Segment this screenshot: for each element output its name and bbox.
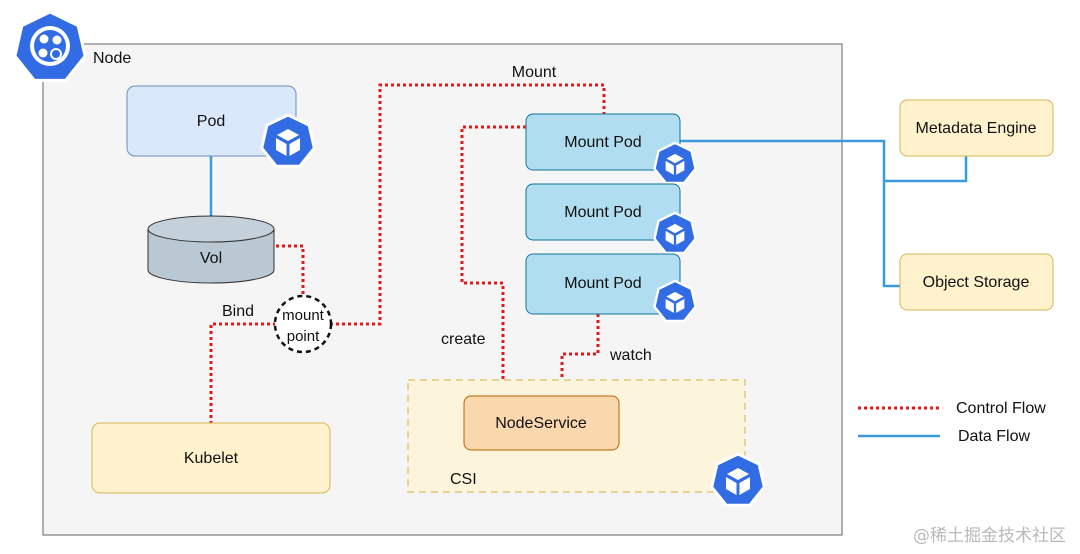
mount-pod-label-2: Mount Pod (564, 204, 641, 221)
control-flow-lines (209, 83, 606, 424)
legend-control-flow-label: Control Flow (956, 400, 1046, 417)
node-label: Node (93, 50, 131, 67)
mount-pod-label-3: Mount Pod (564, 275, 641, 292)
mount-point-circle (273, 294, 333, 354)
mount-label: Mount (512, 64, 557, 81)
mount-pod-label-1: Mount Pod (564, 134, 641, 151)
bind-label: Bind (222, 303, 254, 320)
mount-pod-box-2 (525, 183, 681, 241)
legend: Control Flow Data Flow (858, 400, 1046, 445)
kubernetes-cube-icon (653, 211, 697, 255)
kubernetes-cube-icon (653, 279, 697, 323)
csi-label: CSI (450, 471, 477, 488)
kubelet-label: Kubelet (184, 450, 239, 467)
legend-data-flow-label: Data Flow (958, 428, 1030, 445)
mount-point-line1: mount (282, 307, 325, 324)
node-service-box (463, 395, 620, 451)
object-storage-label: Object Storage (923, 274, 1030, 291)
watermark: @稀土掘金技术社区 (913, 526, 1066, 546)
kubelet-box (91, 422, 331, 494)
node-service-label: NodeService (495, 415, 587, 432)
kubernetes-cube-icon (710, 452, 766, 507)
kubernetes-cube-icon (653, 141, 697, 185)
watch-label: watch (609, 347, 652, 364)
kubernetes-cube-icon (260, 113, 316, 168)
mount-point-line2: point (287, 328, 320, 345)
mount-pod-box-1 (525, 113, 681, 171)
vol-cylinder (147, 215, 275, 284)
metadata-engine-label: Metadata Engine (916, 120, 1037, 137)
vol-label: Vol (200, 250, 222, 267)
data-flow-lines (209, 139, 968, 288)
object-storage-box (899, 253, 1054, 311)
kubernetes-logo-icon (13, 10, 87, 82)
pod-label: Pod (197, 113, 225, 130)
metadata-engine-box (899, 99, 1054, 157)
create-label: create (441, 331, 486, 348)
